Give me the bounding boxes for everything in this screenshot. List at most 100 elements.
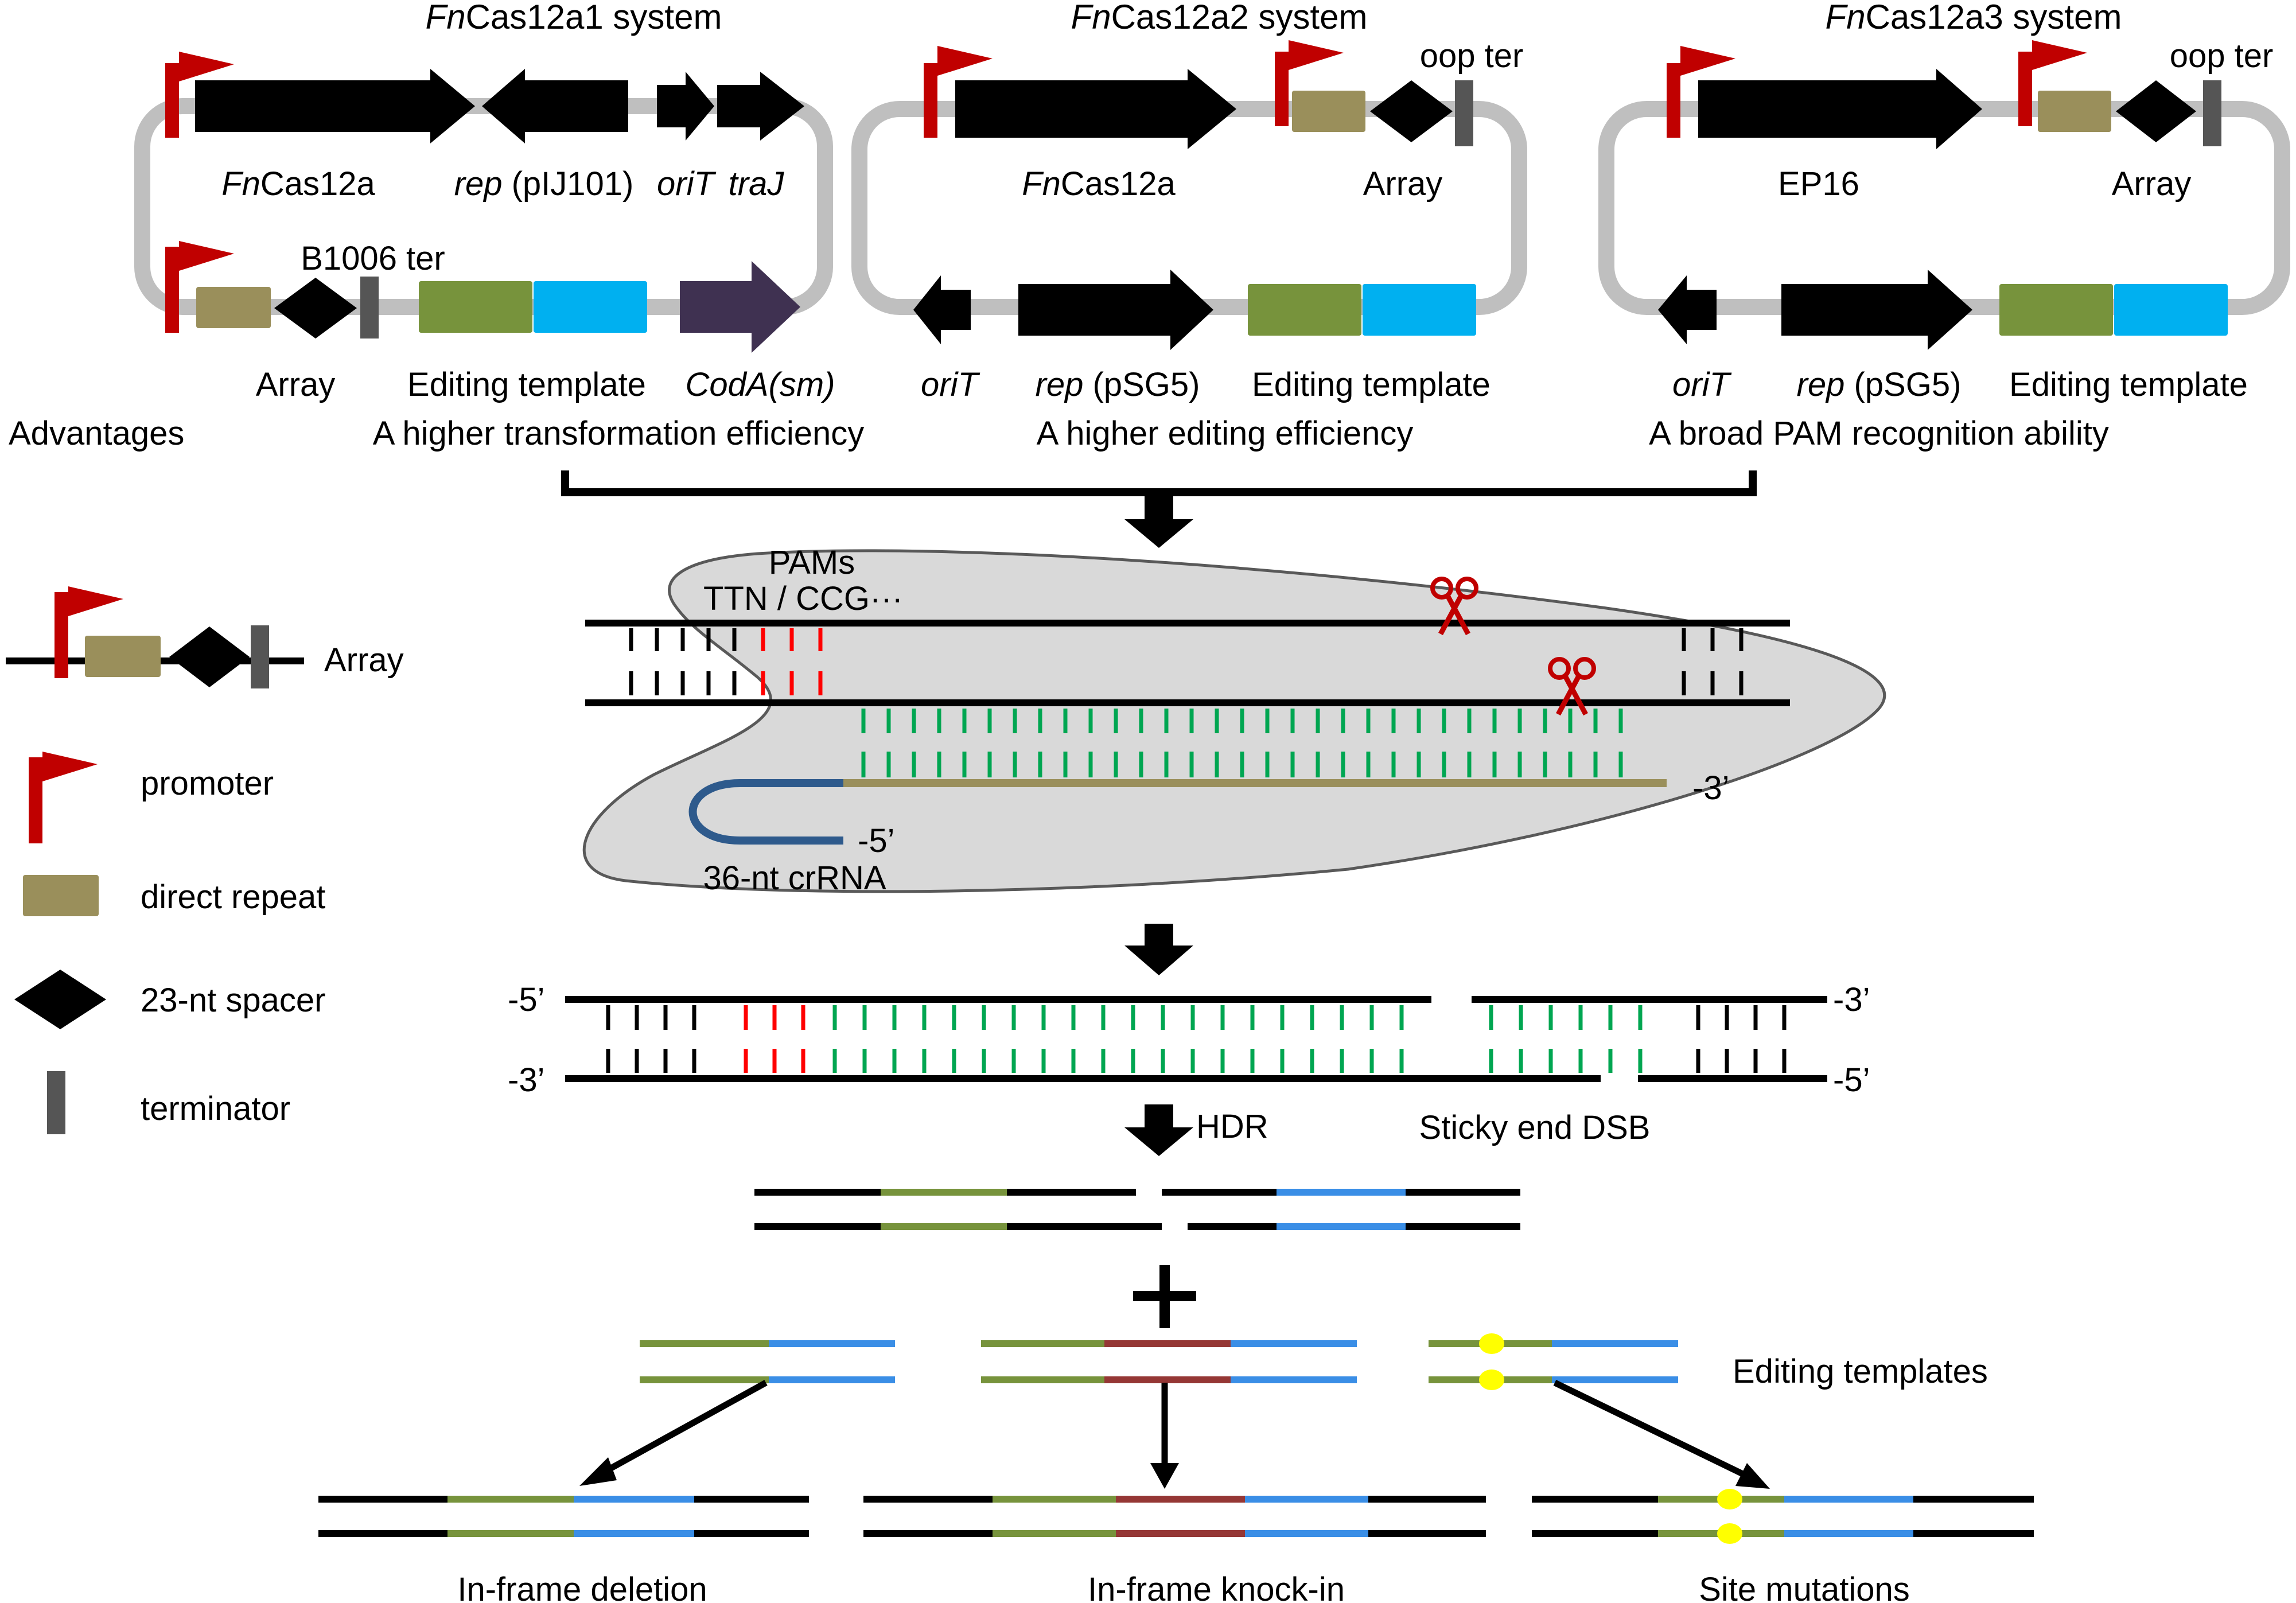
outcome-deletion [318, 1496, 809, 1537]
cleaved-top-left-end: -5’ [508, 981, 544, 1018]
combine-bracket [561, 470, 1757, 496]
mutation-dot [1479, 1333, 1504, 1354]
outcome-label-knockin: In-frame knock-in [1088, 1571, 1345, 1603]
rep-gene-arrow [482, 69, 628, 143]
promoter-icon [29, 757, 42, 843]
rep-gene-arrow [1781, 270, 1972, 350]
promoter-icon [165, 241, 234, 333]
system-1-rep-label: rep (pIJ101) [454, 165, 634, 203]
traj-gene-arrow [717, 72, 804, 141]
cas12a-protein-shape [582, 549, 1886, 893]
pams-sequence: TTN / CCG··· [703, 580, 903, 617]
promoter-icon [1667, 46, 1735, 138]
scissors-icon [1548, 657, 1596, 716]
promoter-icon [42, 752, 98, 781]
legend-direct-repeat-label: direct repeat [141, 878, 325, 916]
spacer-diamond [1370, 80, 1453, 142]
mutation-dot [1717, 1489, 1742, 1509]
legend-terminator-label: terminator [141, 1090, 290, 1127]
direct-repeat-box [1292, 91, 1365, 132]
system-2-array-label: Array [1363, 165, 1443, 203]
outcome-label-deletion: In-frame deletion [457, 1571, 707, 1603]
advantages-label: Advantages [9, 415, 184, 452]
fncas12a-gene-arrow [955, 69, 1236, 149]
system-3-rep-label: rep (pSG5) [1797, 366, 1962, 403]
terminator-bar [360, 277, 379, 339]
template-mutation [1429, 1333, 1678, 1390]
mutation-dot [1479, 1369, 1504, 1390]
cleaved-dna: -5’ -3’ -3’ -5’ Sticky end DSB [508, 981, 1870, 1146]
template-right-homology-arm [2114, 284, 2228, 336]
rep-gene-arrow [1018, 270, 1213, 350]
outcome-mutation [1532, 1489, 2034, 1544]
targeting-complex: PAMs TTN / CCG··· -3’ -5’ 36-nt crRNA [582, 544, 1886, 897]
system-2-advantage: A higher editing efficiency [1037, 415, 1414, 452]
system-1-template-label: Editing template [407, 366, 646, 403]
system-2-panel: FnCas12a2 system oop ter FnCas12a Array … [851, 0, 1527, 452]
system-3-array-label: Array [2112, 165, 2192, 203]
cleaved-bottom-left-end: -3’ [508, 1061, 544, 1099]
system-1-title: FnCas12a1 system [426, 0, 722, 36]
promoter-icon [2018, 40, 2087, 126]
crrna-three-prime: -3’ [1692, 769, 1729, 807]
coda-gene-arrow [680, 261, 800, 353]
terminator-bar [2203, 80, 2221, 146]
cleaved-bottom-right-end: -5’ [1833, 1061, 1870, 1099]
hdr-arrow [1124, 1104, 1193, 1156]
system-3-panel: FnCas12a3 system oop ter EP16 Array oriT… [1598, 0, 2290, 452]
system-2-gene-label: FnCas12a [1022, 165, 1176, 203]
fncas12a-gene-arrow [195, 69, 475, 143]
template-knockin [981, 1340, 1357, 1383]
terminator-bar [1455, 80, 1473, 146]
system-1-array-label: Array [256, 366, 336, 403]
template-right-homology-arm [534, 281, 647, 333]
template-right-homology-arm [1363, 284, 1476, 336]
system-1-terminator-label: B1006 ter [301, 240, 445, 277]
system-2-orit-label: oriT [921, 366, 980, 403]
legend-spacer-label: 23-nt spacer [141, 982, 325, 1019]
system-3-title: FnCas12a3 system [1826, 0, 2122, 36]
crrna-label: 36-nt crRNA [703, 859, 886, 897]
outcome-label-mutation: Site mutations [1699, 1571, 1910, 1603]
system-3-orit-label: oriT [1672, 366, 1731, 403]
down-arrow-1 [1124, 493, 1193, 548]
spacer-diamond [14, 970, 106, 1029]
outcome-knockin [863, 1496, 1486, 1537]
plus-icon [1133, 1265, 1196, 1328]
ep16-gene-arrow [1698, 69, 1982, 149]
template-left-homology-arm [1999, 284, 2113, 336]
legend-array-label: Array [324, 641, 404, 679]
system-3-gene-label: EP16 [1778, 165, 1859, 203]
promoter-icon [55, 592, 68, 678]
sticky-end-label: Sticky end DSB [1419, 1109, 1651, 1146]
orit-gene-arrow [657, 72, 714, 141]
orit-gene-arrow [1658, 275, 1717, 344]
template-left-homology-arm [419, 281, 532, 333]
system-1-orit-label: oriT [657, 165, 716, 203]
promoter-icon [165, 52, 234, 138]
down-arrow-2 [1124, 924, 1193, 975]
system-1-coda-label: CodA(sm) [685, 366, 835, 403]
promoter-icon [68, 586, 123, 616]
system-2-title: FnCas12a2 system [1071, 0, 1368, 36]
promoter-icon [924, 46, 993, 138]
orit-gene-arrow [913, 275, 971, 344]
system-3-terminator-label: oop ter [2170, 37, 2274, 75]
editing-templates-label: Editing templates [1733, 1353, 1988, 1390]
terminator-bar [251, 625, 269, 688]
direct-repeat-box [196, 287, 271, 328]
crrna-dna-pairing [861, 709, 1623, 777]
terminator-bar [47, 1071, 65, 1134]
template-left-homology-arm [1248, 284, 1361, 336]
cleaved-base-pairs [606, 1005, 1787, 1073]
outcome-arrows [579, 1380, 1770, 1489]
spacer-diamond [2116, 80, 2196, 142]
system-1-traj-label: traJ [729, 165, 785, 203]
system-3-template-label: Editing template [2009, 366, 2248, 403]
hdr-label: HDR [1196, 1108, 1268, 1145]
system-1-panel: FnCas12a1 system FnCas12a rep (pIJ101) o… [134, 0, 864, 452]
pams-title: PAMs [769, 544, 855, 581]
system-2-terminator-label: oop ter [1420, 37, 1524, 75]
cleaved-top-right-end: -3’ [1833, 981, 1870, 1018]
